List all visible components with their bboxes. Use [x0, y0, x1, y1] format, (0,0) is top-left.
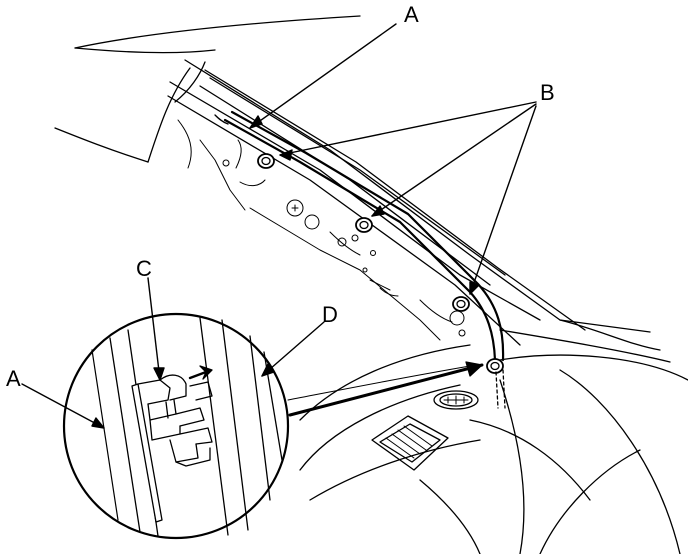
pillar-inner-details	[177, 119, 466, 341]
air-vent-center	[371, 415, 449, 471]
clip-b-2	[355, 217, 373, 233]
callout-c: C	[136, 256, 152, 281]
clip-d	[486, 358, 506, 409]
dashboard	[299, 344, 688, 554]
clip-b-1	[257, 153, 275, 169]
pillar-garnish-trim	[214, 110, 505, 362]
air-vent-round	[433, 390, 479, 410]
callout-d: D	[322, 302, 338, 327]
a-pillar-edges	[167, 59, 651, 346]
leader-lines	[21, 23, 537, 429]
removal-direction-arrow	[188, 365, 213, 380]
windshield-edge	[499, 319, 671, 363]
clip-b-3	[452, 296, 470, 312]
callout-a-left: A	[6, 366, 21, 391]
roof-outline	[54, 15, 361, 163]
callout-b: B	[540, 80, 555, 105]
detail-clip	[131, 374, 213, 523]
callout-a-top: A	[404, 2, 419, 27]
detail-pointer-arrow	[287, 361, 484, 417]
